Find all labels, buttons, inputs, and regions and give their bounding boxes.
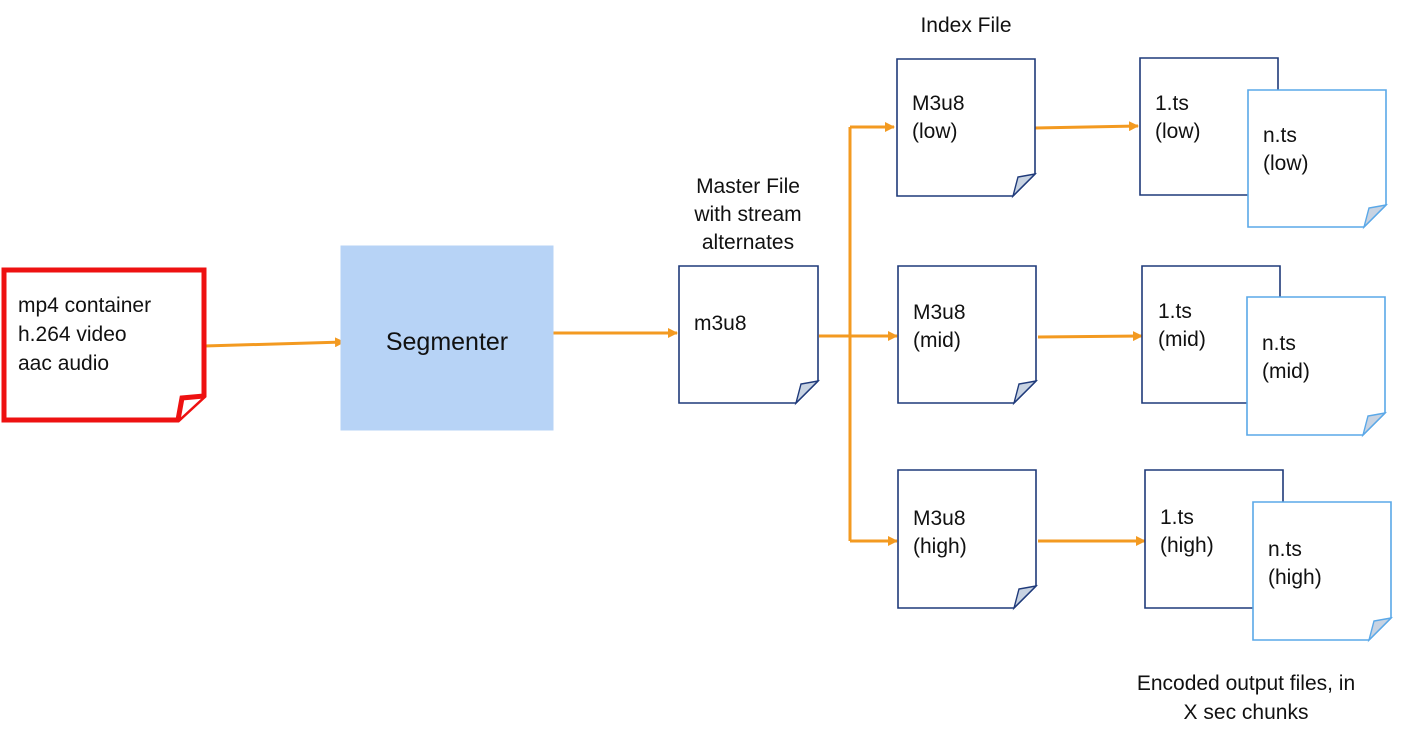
index-high-line-1: M3u8 xyxy=(913,507,966,530)
index-mid-line-2: (mid) xyxy=(913,329,961,352)
chunk-group-mid: 1.ts (mid) n.ts (mid) xyxy=(1141,265,1388,438)
chunk-first-low-line-1: 1.ts xyxy=(1155,92,1189,115)
chunk-first-mid-line-1: 1.ts xyxy=(1158,300,1192,323)
source-line-2: h.264 video xyxy=(18,323,127,346)
segmenter-box: Segmenter xyxy=(340,245,554,431)
index-file-low: M3u8 (low) xyxy=(896,58,1038,199)
index-high-line-2: (high) xyxy=(913,535,967,558)
chunk-last-high-line-1: n.ts xyxy=(1268,538,1302,561)
chunk-first-low-line-2: (low) xyxy=(1155,120,1201,143)
output-caption-line-1: Encoded output files, in xyxy=(1137,672,1355,695)
chunk-group-high: 1.ts (high) n.ts (high) xyxy=(1144,469,1394,643)
chunk-group-low: 1.ts (low) n.ts (low) xyxy=(1139,57,1389,230)
chunk-last-mid-line-2: (mid) xyxy=(1262,360,1310,383)
master-caption-line-2: with stream xyxy=(693,203,801,226)
master-file: Master File with stream alternates m3u8 xyxy=(678,175,821,406)
source-file: mp4 container h.264 video aac audio xyxy=(1,267,207,423)
chunk-first-high-line-2: (high) xyxy=(1160,534,1214,557)
segmenter-label: Segmenter xyxy=(386,328,508,356)
source-line-1: mp4 container xyxy=(18,294,151,317)
chunk-last-low-line-1: n.ts xyxy=(1263,124,1297,147)
arrow-source-to-segmenter xyxy=(203,337,345,348)
index-file-mid: M3u8 (mid) xyxy=(897,265,1039,406)
index-file-high: M3u8 (high) xyxy=(897,469,1039,611)
master-caption-line-3: alternates xyxy=(702,231,794,254)
chunk-last-mid-line-1: n.ts xyxy=(1262,332,1296,355)
connectors xyxy=(203,121,1146,546)
output-caption-line-2: X sec chunks xyxy=(1184,701,1309,724)
chunk-last-high-line-2: (high) xyxy=(1268,566,1322,589)
arrow-index-low-to-chunks xyxy=(1034,121,1139,132)
index-mid-line-1: M3u8 xyxy=(913,301,966,324)
index-low-line-2: (low) xyxy=(912,120,958,143)
index-file-header: Index File xyxy=(920,14,1011,37)
chunk-first-mid-line-2: (mid) xyxy=(1158,328,1206,351)
master-caption-line-1: Master File xyxy=(696,175,800,198)
chunk-last-low-line-2: (low) xyxy=(1263,152,1309,175)
source-line-3: aac audio xyxy=(18,352,109,375)
arrow-index-mid-to-chunks xyxy=(1037,331,1143,342)
chunk-first-high-line-1: 1.ts xyxy=(1160,506,1194,529)
index-low-line-1: M3u8 xyxy=(912,92,965,115)
master-file-label: m3u8 xyxy=(694,312,747,335)
